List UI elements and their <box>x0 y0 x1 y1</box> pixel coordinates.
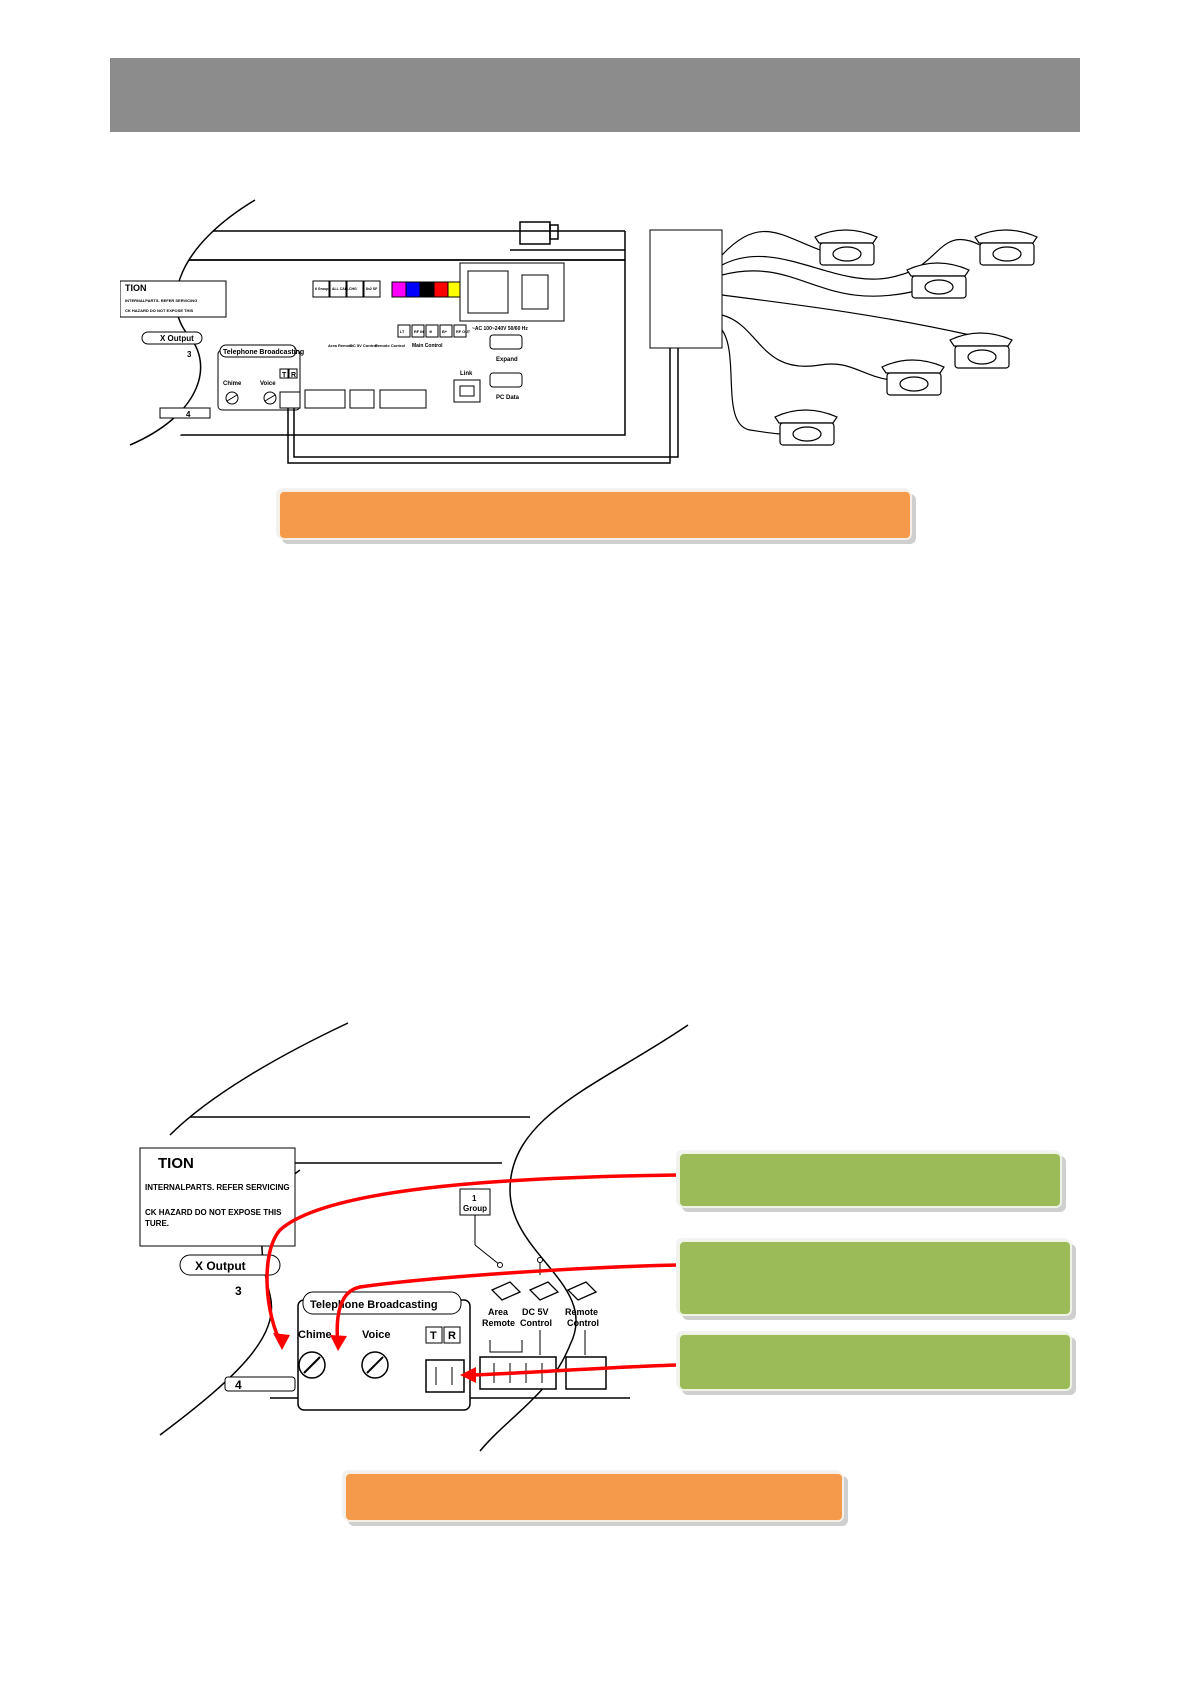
callout-voice <box>678 1240 1072 1316</box>
tr-terminal[interactable] <box>279 391 301 409</box>
output-4: 4 <box>235 1378 242 1392</box>
link-label: Link <box>460 371 473 377</box>
telephone-exchange-box <box>649 229 723 349</box>
telephone-icon <box>949 332 1013 369</box>
telephone-icon <box>906 262 970 299</box>
switch-label-2: ALL CALL <box>332 287 350 291</box>
remote-control-label: Remote Control <box>375 343 405 348</box>
output-3: 3 <box>235 1284 242 1298</box>
remote-label-2: Control <box>567 1318 599 1328</box>
remote-control-terminal[interactable] <box>565 1356 607 1390</box>
expand-port[interactable] <box>489 334 523 350</box>
x-output-label: X Output <box>195 1259 246 1273</box>
r-label: R <box>448 1330 456 1342</box>
voice-label: Voice <box>362 1329 391 1341</box>
switch-label-4: 8x2 SF <box>366 287 378 291</box>
power-label: ~AC 100~240V 50/60 Hz <box>472 326 528 332</box>
mc-key-3: ⊕ <box>429 330 432 334</box>
group-number: 1 <box>472 1194 477 1203</box>
telephone-icon <box>774 409 838 446</box>
remote-label-1: Remote <box>565 1307 598 1317</box>
mc-key-5: RF OUT <box>456 330 471 334</box>
telephone-icon <box>814 229 878 266</box>
area-remote-label: Area Remote <box>328 343 353 348</box>
switch-label-3: CHG <box>349 287 357 291</box>
callout-tr <box>678 1333 1072 1391</box>
caution-line2: CK HAZARD DO NOT EXPOSE THIS <box>125 308 194 313</box>
expand-label: Expand <box>496 357 518 363</box>
area-remote-label-2: Remote <box>482 1318 515 1328</box>
telephone-broadcasting-label: Telephone Broadcasting <box>223 349 304 356</box>
telephone-icon <box>974 229 1038 266</box>
group-label: Group <box>463 1204 487 1213</box>
caution-line3: TURE. <box>145 1219 169 1228</box>
caution-heading: TION <box>125 283 147 293</box>
main-control-label: Main Control <box>412 343 443 349</box>
bottom-figure-caption <box>344 1472 844 1522</box>
pc-data-label: PC Data <box>496 395 520 401</box>
output-4: 4 <box>186 410 191 419</box>
voice-label: Voice <box>260 381 276 387</box>
mc-key-1: LT <box>400 330 405 334</box>
dc5v-label-1: DC 5V <box>522 1307 549 1317</box>
dc5v-label-2: Control <box>520 1318 552 1328</box>
t-label: T <box>430 1330 437 1342</box>
caution-line1: INTERNALPARTS. REFER SERVICING <box>145 1183 290 1192</box>
x-output-label: X Output <box>160 334 194 343</box>
chime-label: Chime <box>298 1329 332 1341</box>
header-bar <box>110 58 1080 132</box>
output-3: 3 <box>187 350 192 359</box>
mc-key-4: B+ <box>442 330 448 334</box>
telephone-icon <box>881 359 945 396</box>
switch-label-1: 6 Group <box>315 287 328 291</box>
r-label: R <box>291 372 296 379</box>
top-connection-diagram: TION INTERNALPARTS. REFER SERVICING CK H… <box>120 195 1038 480</box>
t-label: T <box>282 372 287 379</box>
power-switch[interactable] <box>521 274 549 310</box>
caution-line1: INTERNALPARTS. REFER SERVICING <box>125 298 197 303</box>
caution-line2: CK HAZARD DO NOT EXPOSE THIS <box>145 1208 282 1217</box>
remote-control-terminal[interactable] <box>349 389 375 409</box>
bottom-detail-diagram: TION INTERNALPARTS. REFER SERVICING CK H… <box>139 1022 689 1452</box>
top-figure-caption <box>278 490 912 540</box>
pc-data-port[interactable] <box>489 372 523 388</box>
callout-chime <box>678 1152 1062 1208</box>
area-remote-terminal[interactable] <box>304 389 346 409</box>
mc-key-2: RF IN <box>414 330 424 334</box>
dc5v-control-label: DC 5V Control <box>350 343 377 348</box>
power-inlet[interactable] <box>467 270 509 314</box>
area-remote-label-1: Area <box>488 1307 509 1317</box>
main-control-terminal[interactable] <box>379 389 427 409</box>
tr-terminal[interactable] <box>425 1359 465 1393</box>
telephone-broadcasting-label: Telephone Broadcasting <box>310 1299 438 1311</box>
caution-heading: TION <box>158 1155 194 1172</box>
chime-label: Chime <box>223 381 242 387</box>
